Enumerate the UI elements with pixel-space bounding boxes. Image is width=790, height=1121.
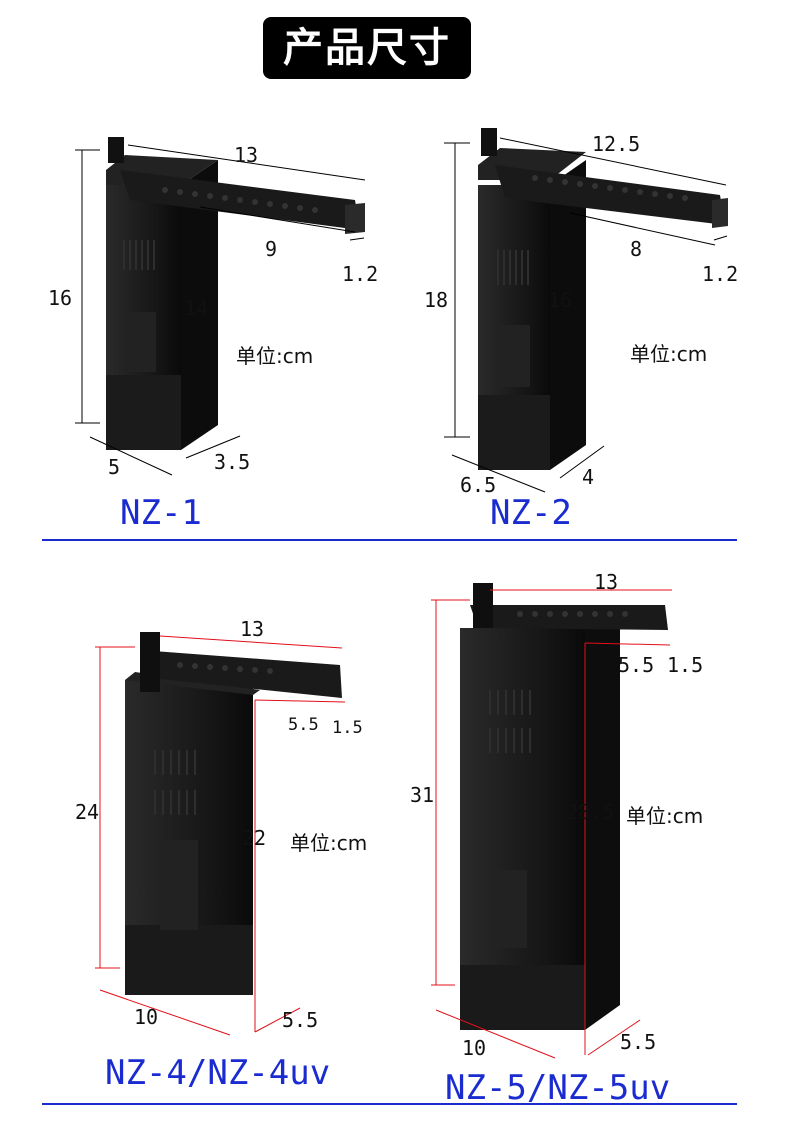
nz4-dimension-lines [95, 635, 346, 1036]
nz1-total-height-label: 16 [48, 286, 73, 310]
nz2-dimension-lines [444, 137, 728, 493]
product-nz4-image [125, 632, 342, 995]
product-nz1-image [106, 137, 365, 450]
nz2-unit-label: 单位:cm [630, 342, 708, 366]
nz2-arm-length-label: 12.5 [592, 132, 641, 156]
separator-line-top [42, 539, 737, 541]
nz4-model-label: NZ-4/NZ-4uv [105, 1053, 331, 1093]
nz4-width-label: 10 [134, 1005, 159, 1029]
nz5-total-height-label: 31 [410, 783, 435, 807]
nz1-body-height-label: 14 [184, 296, 209, 320]
separator-line-bottom [42, 1103, 737, 1105]
nz1-arm-width-label: 1.2 [342, 262, 379, 286]
product-nz2-image [478, 128, 728, 470]
nz4-arm-b-label: 1.5 [332, 718, 363, 738]
nz4-body-height-label: 22 [242, 826, 267, 850]
nz5-width-label: 10 [462, 1036, 487, 1060]
nz5-dimension-lines [431, 589, 672, 1059]
nz5-depth-label: 5.5 [620, 1030, 657, 1054]
nz5-arm-b-label: 1.5 [667, 653, 704, 677]
nz1-unit-label: 单位:cm [236, 344, 314, 368]
nz5-arm-length-label: 13 [594, 570, 619, 594]
nz1-arm-inner-label: 9 [265, 237, 278, 261]
nz2-arm-width-label: 1.2 [702, 262, 739, 286]
nz1-width-label: 5 [108, 455, 121, 479]
page-title: 产品尺寸 [263, 17, 471, 79]
nz2-body-height-label: 16 [548, 288, 573, 312]
nz2-width-label: 6.5 [460, 473, 497, 497]
nz4-total-height-label: 24 [75, 800, 100, 824]
nz1-arm-length-label: 13 [234, 143, 259, 167]
nz5-arm-a-label: 5.5 [618, 653, 655, 677]
nz4-arm-length-label: 13 [240, 617, 265, 641]
product-nz5-image [460, 583, 668, 1030]
nz1-depth-label: 3.5 [214, 450, 251, 474]
nz2-arm-inner-label: 8 [630, 237, 643, 261]
nz5-body-height-label: 28.5 [566, 800, 615, 824]
nz4-unit-label: 单位:cm [290, 831, 368, 855]
nz4-arm-a-label: 5.5 [288, 715, 319, 735]
nz5-model-label: NZ-5/NZ-5uv [445, 1068, 671, 1108]
nz2-depth-label: 4 [582, 465, 595, 489]
nz1-model-label: NZ-1 [120, 493, 202, 533]
nz1-dimension-lines [75, 144, 366, 476]
nz2-model-label: NZ-2 [490, 493, 572, 533]
nz5-unit-label: 单位:cm [626, 804, 704, 828]
nz4-depth-label: 5.5 [282, 1008, 319, 1032]
nz2-total-height-label: 18 [424, 288, 449, 312]
